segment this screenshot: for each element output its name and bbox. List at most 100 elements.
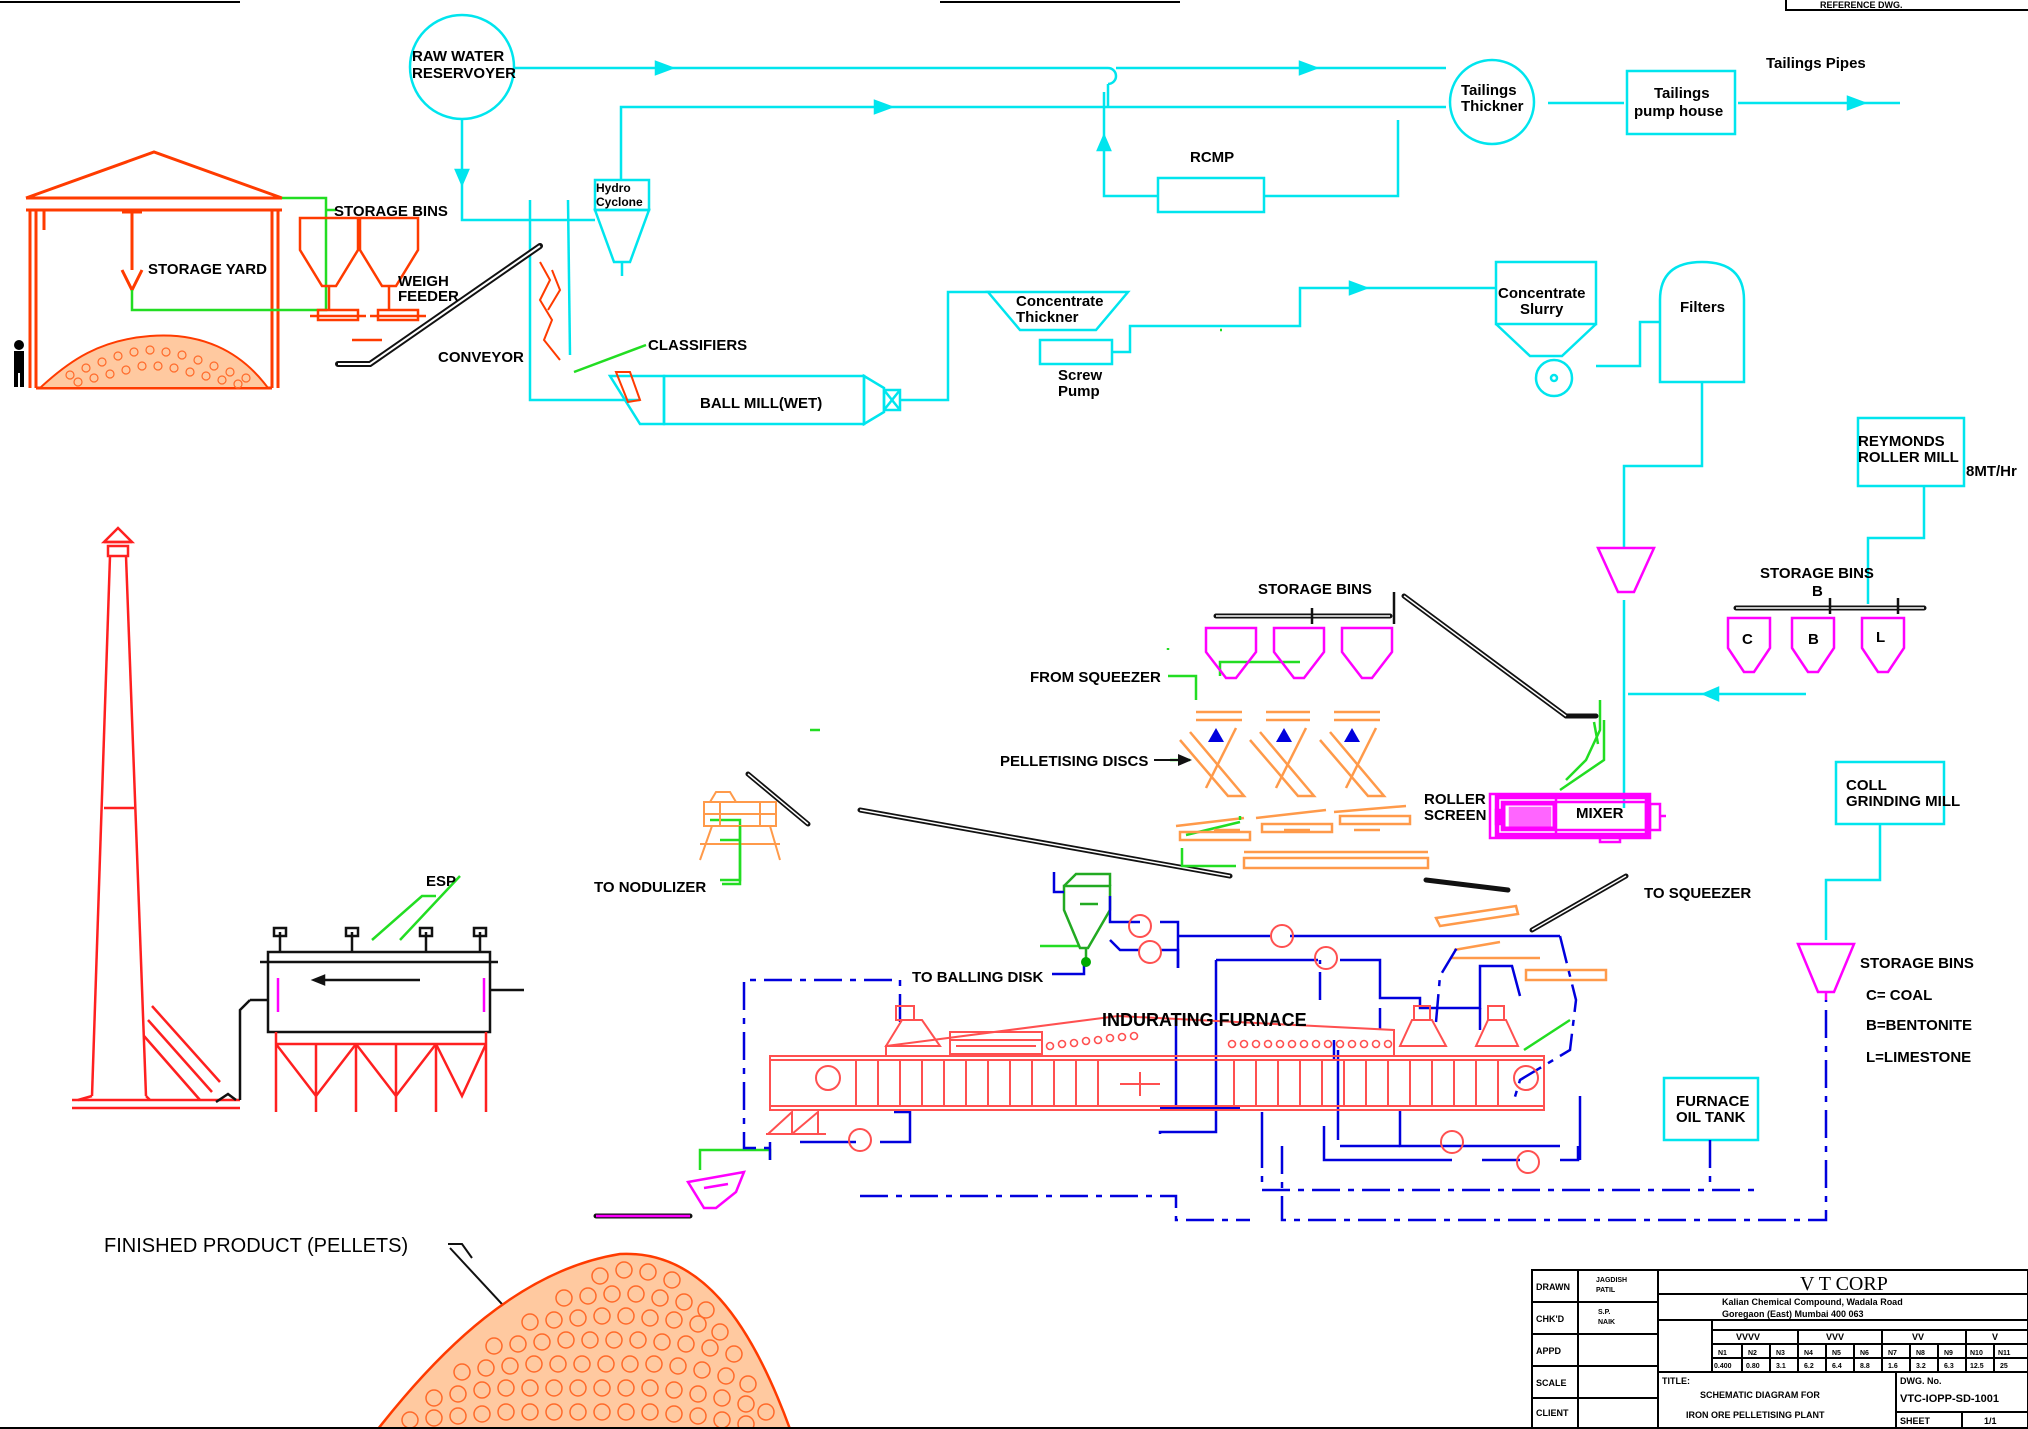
filters-vessel <box>1658 260 1746 384</box>
balling-valve <box>1081 957 1091 967</box>
label-weigh-2: FEEDER <box>398 288 459 305</box>
conveyor-belt-core <box>338 245 541 365</box>
tb-val-3: 3.1 <box>1776 1363 1786 1370</box>
tb-row-drawn: DRAWN <box>1536 1282 1570 1292</box>
tb-val-6: 8.8 <box>1860 1363 1870 1370</box>
tb-address-1: Kalian Chemical Compound, Wadala Road <box>1722 1297 1903 1307</box>
finished-pellets-pile <box>376 1252 792 1429</box>
rcmp-box <box>1156 176 1266 214</box>
label-legend-l: L=LIMESTONE <box>1866 1049 1971 1066</box>
esp-unit <box>215 926 524 1104</box>
concentrate-slurry-tank <box>1494 260 1598 326</box>
reymonds-roller-mill-box <box>1856 416 1966 488</box>
esp-leader <box>371 894 436 941</box>
label-filters: Filters <box>1680 299 1725 316</box>
tb-col-4: N4 <box>1804 1350 1813 1357</box>
tb-row-scale: SCALE <box>1536 1378 1567 1388</box>
tb-chk-1: S.P. <box>1598 1309 1610 1316</box>
label-storage-yard: STORAGE YARD <box>148 261 267 278</box>
label-bin-b-top: B <box>1812 583 1823 600</box>
label-storage-bins-mid: STORAGE BINS <box>1258 581 1372 598</box>
tb-title-2: IRON ORE PELLETISING PLANT <box>1686 1410 1825 1420</box>
air-circuit-dashed <box>742 935 1828 1222</box>
esp-magenta-flanges <box>276 978 486 1012</box>
tb-dwg-no: VTC-IOPP-SD-1001 <box>1900 1393 1999 1405</box>
title-block <box>1531 1269 2028 1429</box>
label-raw-water-1: RAW WATER <box>412 48 504 65</box>
label-tailings-pump-1: Tailings <box>1654 85 1710 102</box>
tb-title-1: SCHEMATIC DIAGRAM FOR <box>1700 1390 1820 1400</box>
raw-storage-bins <box>298 216 426 342</box>
label-oil-tank-1: FURNACE <box>1676 1093 1749 1110</box>
tb-val-11: 25 <box>2000 1363 2008 1370</box>
tb-sheet-val: 1/1 <box>1984 1416 1997 1426</box>
pelletising-storage-bins <box>1204 546 1906 1000</box>
label-storage-bins-right: STORAGE BINS <box>1760 565 1874 582</box>
tb-col-10: N10 <box>1970 1350 1983 1357</box>
label-legend-c: C= COAL <box>1866 987 1932 1004</box>
tb-drawn-1: JAGDISH <box>1596 1277 1627 1284</box>
label-tailings-pipes: Tailings Pipes <box>1766 55 1866 72</box>
label-tailings-thickner-2: Thickner <box>1461 98 1524 115</box>
tb-title-label: TITLE: <box>1662 1376 1690 1386</box>
label-conc-slurry-1: Concentrate <box>1498 285 1586 302</box>
label-storage-bins-bottom: STORAGE BINS <box>1860 955 1974 972</box>
tb-col-1: N1 <box>1718 1350 1727 1357</box>
tb-grade-2: VVV <box>1826 1332 1844 1342</box>
tb-col-7: N7 <box>1888 1350 1897 1357</box>
diagram-labels: RAW WATER RESERVOYER Tailings Thickner T… <box>104 48 2017 1257</box>
tb-chk-2: NAIK <box>1598 1319 1615 1326</box>
tailings-pump-house-box <box>1625 69 1737 136</box>
label-hydro-1: Hydro <box>596 181 631 195</box>
classifier-internals <box>538 261 642 404</box>
tb-company: V T CORP <box>1800 1273 1888 1295</box>
tb-sheet-label: SHEET <box>1900 1416 1931 1426</box>
tb-col-2: N2 <box>1748 1350 1757 1357</box>
air-circuit <box>768 872 1582 1162</box>
label-roller-screen-1: ROLLER <box>1424 791 1486 808</box>
tb-grade-3: VV <box>1912 1332 1924 1342</box>
label-roller-screen-2: SCREEN <box>1424 807 1487 824</box>
hydro-cyclone-cone <box>593 208 651 264</box>
fans <box>848 914 1540 1174</box>
label-indurating-furnace: INDURATING FURNACE <box>1102 1010 1307 1030</box>
tb-drawn-2: PATIL <box>1596 1287 1616 1294</box>
finished-pellets-texture <box>401 1261 775 1429</box>
label-mixer: MIXER <box>1576 805 1624 822</box>
mixer-unit <box>1488 792 1666 844</box>
furnace-burners <box>1045 1031 1393 1051</box>
esp-hoppers <box>274 1032 488 1112</box>
label-coal-mill-2: GRINDING MILL <box>1846 793 1960 810</box>
coal-grinding-mill-box <box>1834 760 1946 826</box>
label-pelletising-discs: PELLETISING DISCS <box>1000 753 1148 770</box>
tb-row-appd: APPD <box>1536 1346 1562 1356</box>
tb-val-10: 12.5 <box>1970 1363 1984 1370</box>
label-legend-b: B=BENTONITE <box>1866 1017 1972 1034</box>
title-block-text: V T CORP Kalian Chemical Compound, Wadal… <box>1536 1273 2011 1426</box>
tb-val-7: 1.6 <box>1888 1363 1898 1370</box>
label-raw-water-2: RESERVOYER <box>412 65 516 82</box>
label-reymonds-1: REYMONDS <box>1858 433 1945 450</box>
label-esp: ESP <box>426 873 456 890</box>
label-conc-slurry-2: Slurry <box>1520 301 1564 318</box>
person-figure <box>14 340 24 387</box>
tb-address-2: Goregaon (East) Mumbai 400 063 <box>1722 1309 1864 1319</box>
ore-pile-texture <box>65 345 251 389</box>
label-hydro-2: Cyclone <box>596 195 643 209</box>
bin-dividers <box>1310 592 1900 624</box>
label-oil-tank-2: OIL TANK <box>1676 1109 1746 1126</box>
tb-val-9: 6.3 <box>1944 1363 1954 1370</box>
label-storage-bins-top: STORAGE BINS <box>334 203 448 220</box>
label-tailings-pump-2: pump house <box>1634 103 1723 120</box>
tb-col-5: N5 <box>1832 1350 1841 1357</box>
tb-col-6: N6 <box>1860 1350 1869 1357</box>
tb-grade-4: V <box>1992 1332 1998 1342</box>
tb-val-4: 6.2 <box>1804 1363 1814 1370</box>
label-conveyor: CONVEYOR <box>438 349 524 366</box>
label-bin-c: C <box>1742 631 1753 648</box>
label-from-squeezer: FROM SQUEEZER <box>1030 669 1161 686</box>
tb-val-1: 0.400 <box>1714 1363 1732 1370</box>
tb-val-2: 0.80 <box>1746 1363 1760 1370</box>
chimney <box>72 526 240 1110</box>
